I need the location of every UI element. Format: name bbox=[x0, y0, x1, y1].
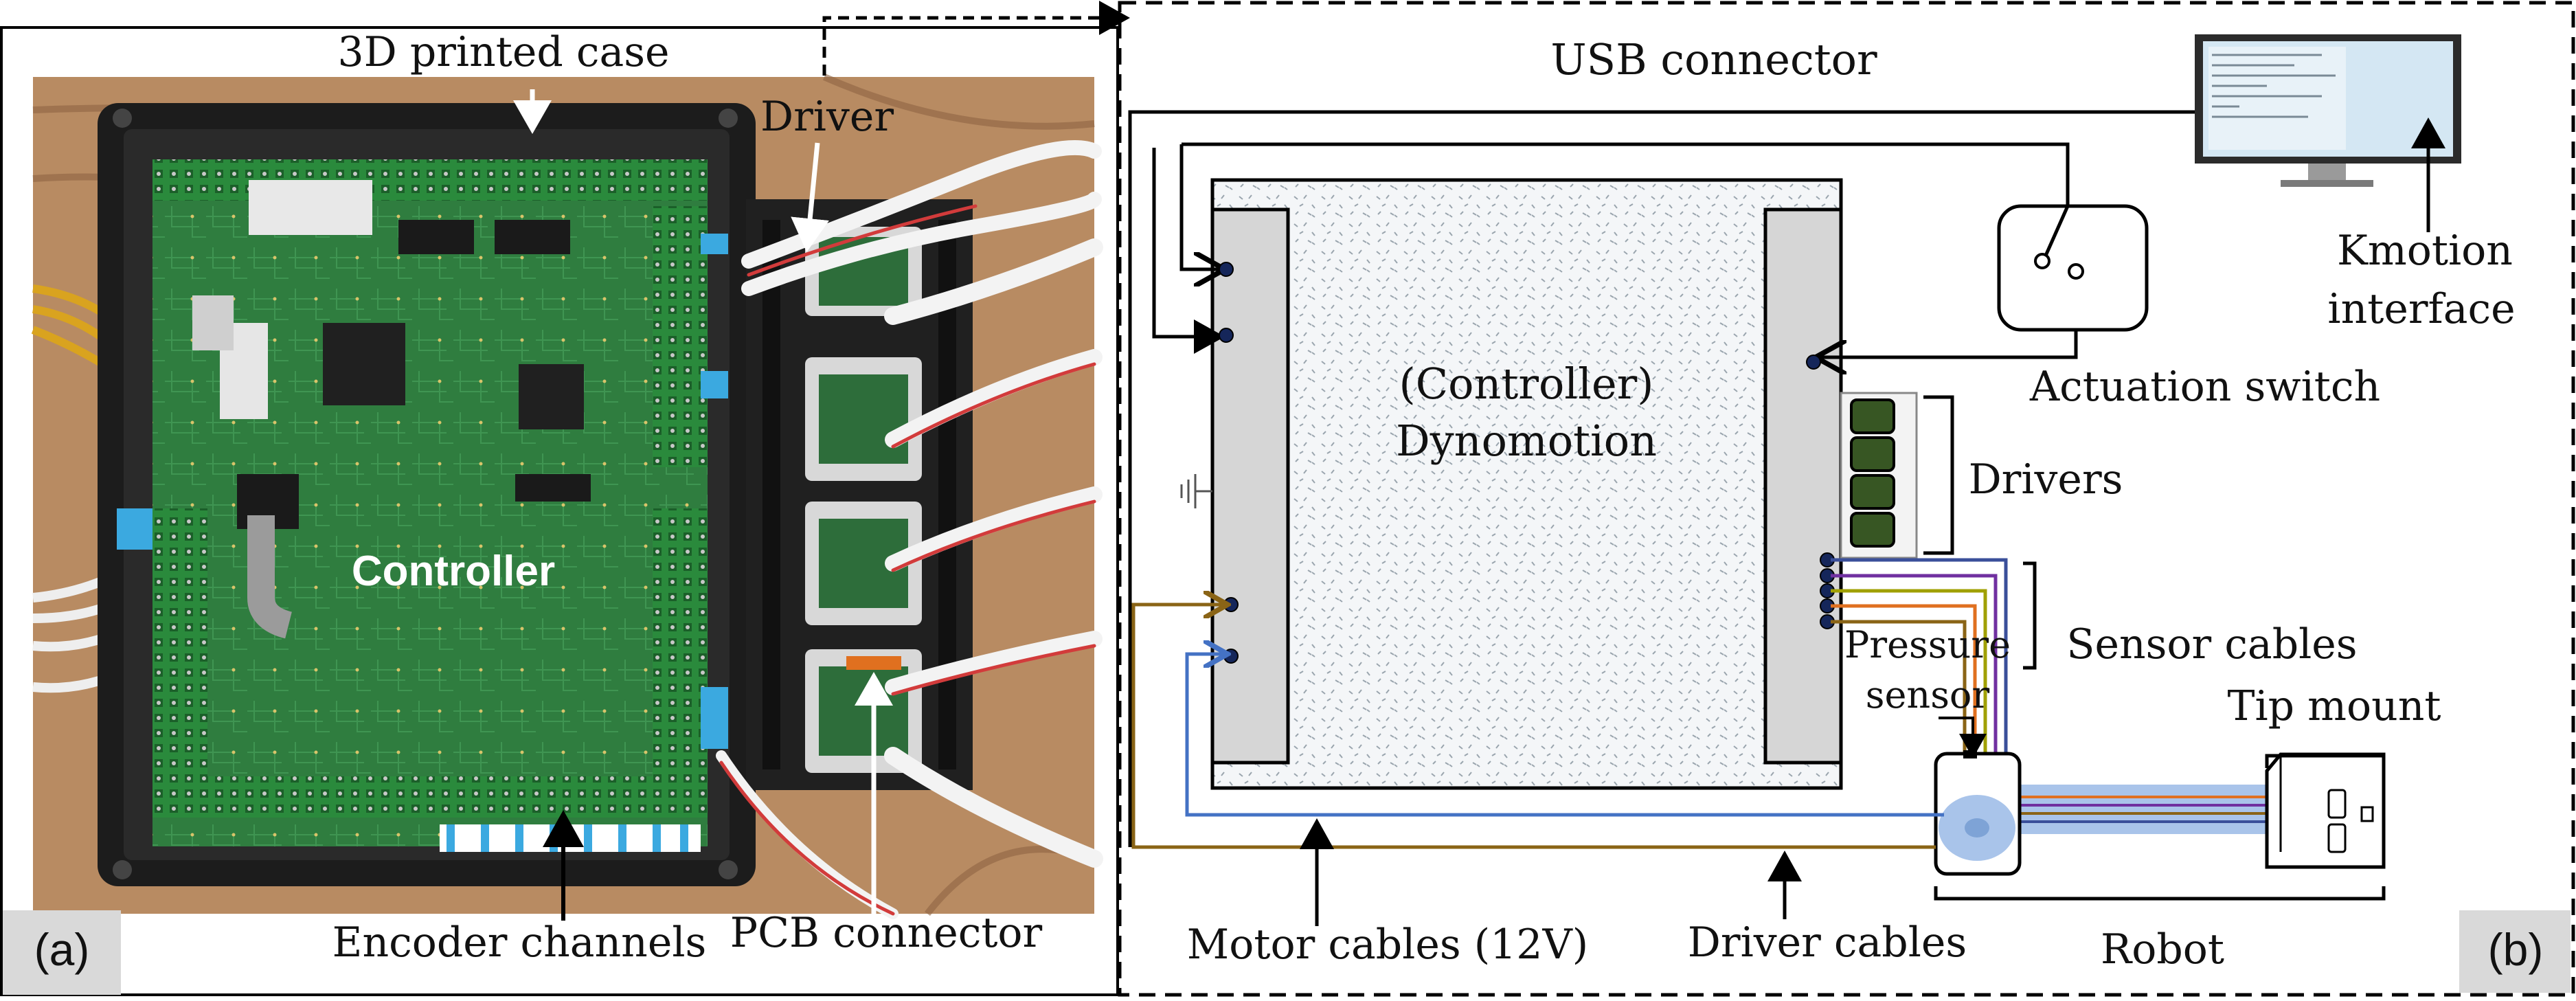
encoder-wires bbox=[117, 234, 728, 852]
label-driver-cables: Driver cables bbox=[1688, 919, 1967, 967]
pcb bbox=[152, 159, 708, 846]
motor-cable bbox=[1185, 654, 1944, 817]
label-pressure-line1: Pressure bbox=[1844, 623, 2011, 666]
robot bbox=[1934, 750, 2386, 901]
label-robot: Robot bbox=[2101, 925, 2224, 974]
panel-b-tag: (b) bbox=[2488, 924, 2544, 975]
cable-bundles bbox=[716, 140, 1103, 919]
robot-tube bbox=[2020, 785, 2267, 834]
panel-b-border bbox=[1118, 1, 2575, 997]
tip-mount-bracket bbox=[2265, 754, 2386, 768]
controller-left-strip bbox=[1210, 207, 1290, 765]
drivers-stack bbox=[1840, 392, 1954, 559]
sensor-cables bbox=[1831, 558, 2008, 761]
panel-a: 3D printed case Driver Controller Encode… bbox=[0, 26, 1119, 996]
controller-label-line2: Dynomotion bbox=[1396, 416, 1657, 466]
label-actuation-switch: Actuation switch bbox=[2029, 363, 2380, 411]
sensor-cables-bracket bbox=[2023, 561, 2037, 670]
label-motor-cables: Motor cables (12V) bbox=[1187, 921, 1588, 969]
driver-arrow bbox=[791, 142, 829, 252]
monitor-icon bbox=[2195, 34, 2461, 187]
controller-board: (Controller) Dynomotion bbox=[1210, 178, 1843, 790]
panel-b-tag-box bbox=[2459, 910, 2571, 993]
label-sensor-cables: Sensor cables bbox=[2066, 620, 2357, 668]
ground-icon bbox=[1180, 474, 1212, 508]
label-kmotion-line2: interface bbox=[2327, 285, 2515, 333]
driver-boards bbox=[805, 227, 922, 773]
label-pcb-connector: PCB connector bbox=[730, 909, 1043, 957]
actuation-switch bbox=[1997, 204, 2149, 332]
label-tip-mount: Tip mount bbox=[2227, 682, 2441, 730]
controller-right-strip bbox=[1763, 207, 1843, 765]
panel-b: (Controller) Dynomotion bbox=[1118, 1, 2575, 997]
label-kmotion-line1: Kmotion bbox=[2337, 227, 2513, 275]
photo-arrows bbox=[513, 89, 893, 921]
label-controller: Controller bbox=[352, 548, 555, 595]
label-3d-printed-case: 3D printed case bbox=[337, 28, 669, 76]
label-encoder-channels: Encoder channels bbox=[332, 919, 707, 967]
label-pressure-line2: sensor bbox=[1866, 673, 1990, 717]
label-drivers: Drivers bbox=[1969, 455, 2123, 504]
photo bbox=[31, 74, 1103, 921]
driver-cable bbox=[1131, 605, 1936, 849]
label-usb-connector: USB connector bbox=[1550, 34, 1877, 85]
controller-label-line1: (Controller) bbox=[1399, 359, 1654, 409]
panel-link-arrow bbox=[822, 1, 1130, 76]
label-driver: Driver bbox=[760, 93, 894, 141]
robot-bracket bbox=[1934, 886, 2386, 901]
pressure-sensor-pointer bbox=[1939, 717, 1987, 758]
panel-a-tag-box bbox=[3, 910, 121, 995]
tip-mount bbox=[2265, 752, 2386, 869]
panel-a-tag: (a) bbox=[34, 924, 90, 975]
